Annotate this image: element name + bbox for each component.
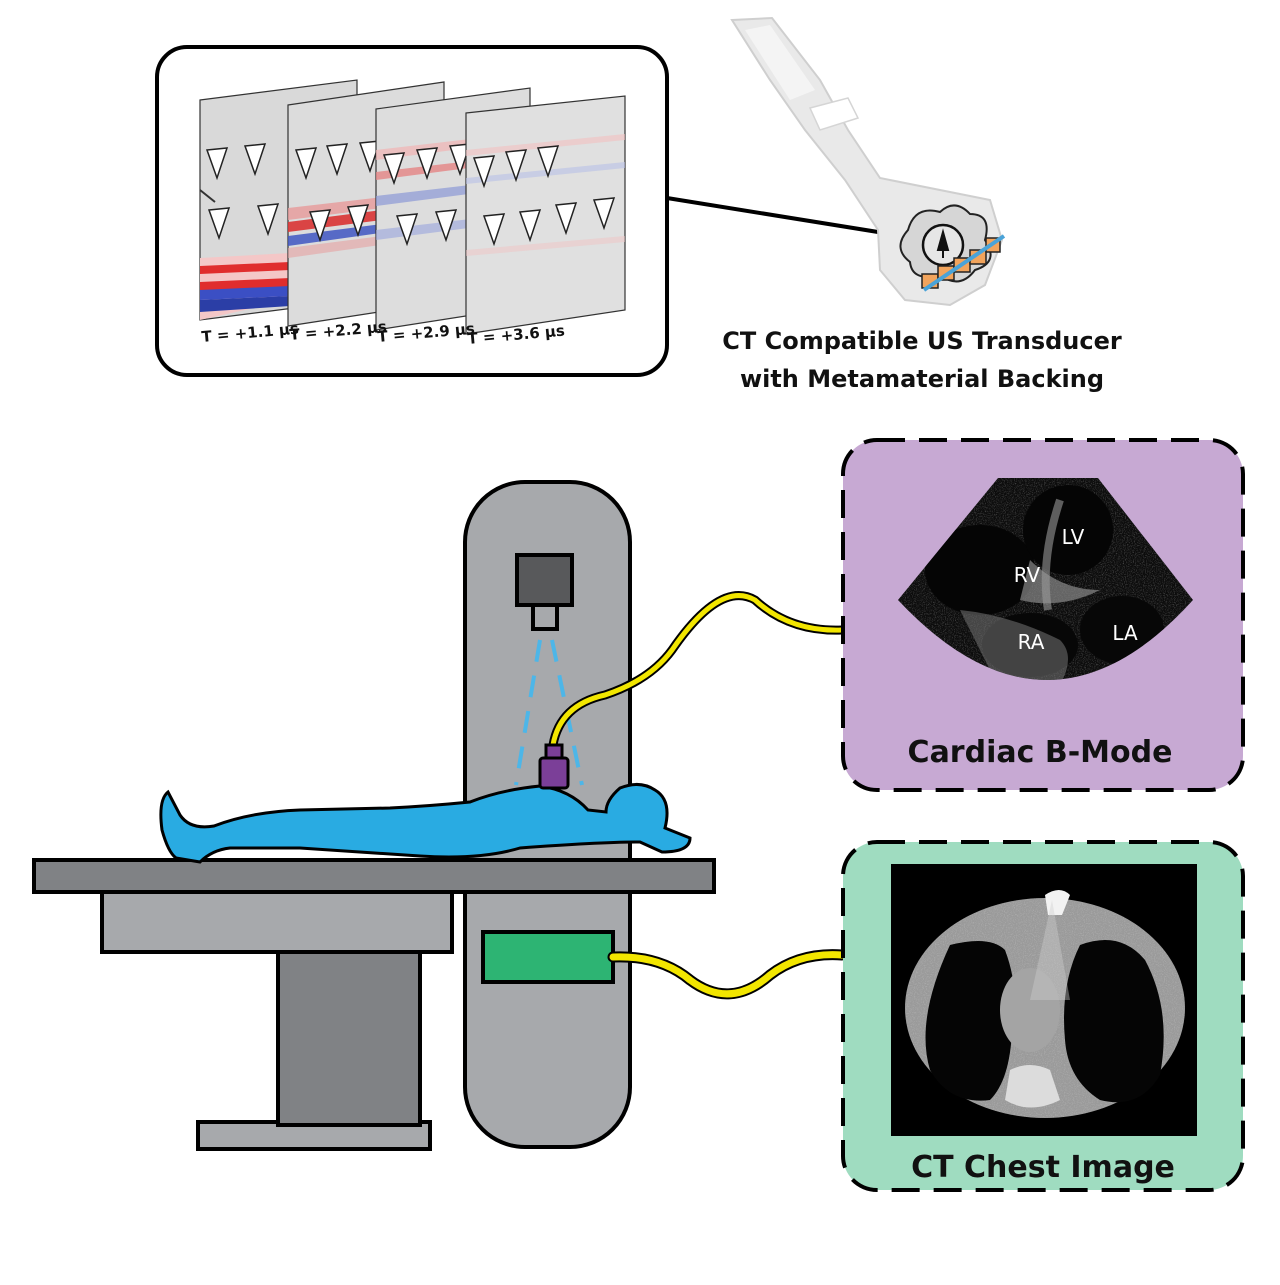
bmode-title: Cardiac B-Mode bbox=[908, 735, 1173, 770]
label-ra: RA bbox=[1018, 630, 1045, 654]
xray-collimator bbox=[533, 605, 557, 629]
ct-chest-image bbox=[891, 864, 1197, 1136]
ultrasound-transducer bbox=[732, 18, 1004, 305]
transducer-caption-line1: CT Compatible US Transducer bbox=[722, 327, 1122, 355]
wave-frame-4 bbox=[466, 96, 625, 334]
label-la: LA bbox=[1112, 621, 1138, 645]
ct-chest-panel: CT Chest Image bbox=[843, 842, 1243, 1190]
label-lv: LV bbox=[1062, 525, 1085, 549]
wave-simulation-panel: T = +1.1 µs T = +2.2 µs T = +2.9 µs T = … bbox=[157, 47, 667, 375]
transducer-caption-line2: with Metamaterial Backing bbox=[740, 365, 1104, 393]
ct-cable bbox=[613, 955, 842, 994]
label-rv: RV bbox=[1014, 563, 1041, 587]
xray-source bbox=[517, 555, 572, 605]
ct-detector bbox=[483, 932, 613, 982]
cardiac-bmode-panel: LV RV RA LA Cardiac B-Mode bbox=[843, 440, 1243, 790]
table-top bbox=[34, 860, 714, 892]
ct-title: CT Chest Image bbox=[911, 1150, 1175, 1185]
